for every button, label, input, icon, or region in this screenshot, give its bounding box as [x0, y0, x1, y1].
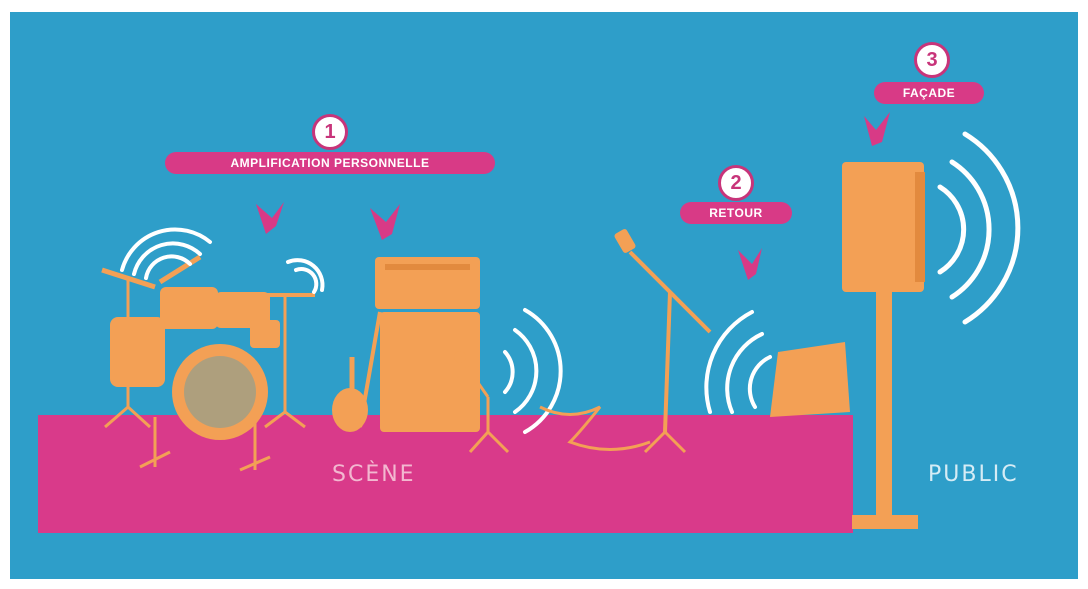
callout-label-personal-amplification: AMPLIFICATION PERSONNELLE: [165, 152, 495, 174]
monitor-sound-waves: [706, 312, 770, 412]
sound-system-diagram: 1 AMPLIFICATION PERSONNELLE 2 RETOUR 3 F…: [10, 12, 1078, 579]
callout-label-monitor: RETOUR: [680, 202, 792, 224]
stage-platform: [38, 415, 853, 533]
audience-label: PUBLIC: [928, 462, 1019, 487]
arrow-down-icon: [256, 202, 284, 234]
callout-number-1: 1: [312, 114, 348, 150]
callout-number-3: 3: [914, 42, 950, 78]
arrow-down-icon: [738, 248, 762, 280]
guitar-icon: [332, 357, 368, 432]
callout-arrows: [256, 112, 890, 280]
arrow-down-icon: [370, 204, 400, 240]
pa-speaker-icon: [842, 162, 925, 529]
callout-number-2: 2: [718, 165, 754, 201]
pa-sound-waves: [940, 134, 1018, 322]
stage-label: SCÈNE: [332, 462, 416, 487]
amp-sound-waves: [505, 310, 561, 432]
drum-sound-waves: [122, 229, 322, 292]
callout-label-front-of-house: FAÇADE: [874, 82, 984, 104]
arrow-down-icon: [864, 112, 890, 146]
monitor-wedge-icon: [770, 342, 850, 417]
